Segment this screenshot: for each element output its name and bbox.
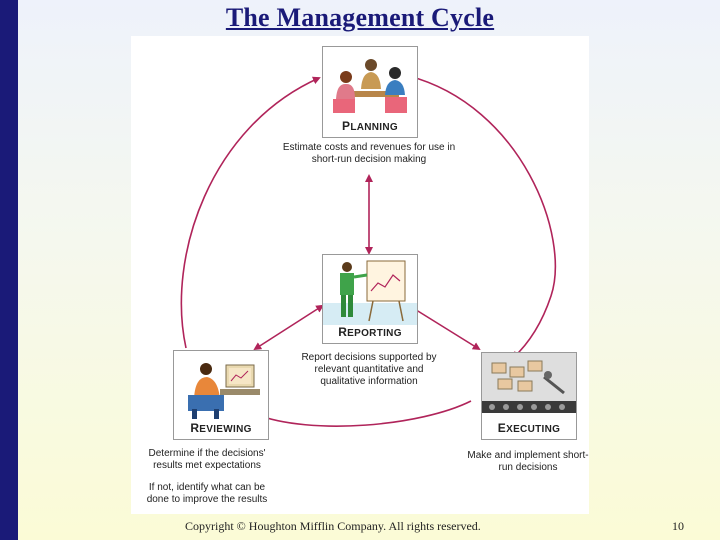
planning-label: PLANNING [342, 119, 398, 133]
arc-planning-to-executing [408, 75, 557, 360]
reviewing-card: REVIEWING [173, 350, 269, 440]
diagram-panel: PLANNING Estimate costs and revenues for… [131, 36, 589, 514]
executing-description: Make and implement short-run decisions [467, 450, 589, 473]
executing-card: EXECUTING [481, 352, 577, 440]
reviewing-label: REVIEWING [190, 421, 252, 435]
link-reporting-executing [407, 304, 481, 351]
link-reporting-reviewing [253, 304, 325, 351]
footer-copyright: Copyright © Houghton Mifflin Company. Al… [185, 519, 481, 533]
arc-reviewing-to-planning [180, 76, 321, 349]
reporting-label: REPORTING [338, 325, 402, 339]
reviewing-description: Determine if the decisions' results met … [148, 448, 266, 471]
cycle-arrows [180, 75, 557, 427]
executing-factory-illustration [482, 353, 576, 413]
reviewing-computer-illustration [188, 363, 260, 419]
slide-title: The Management Cycle [225, 3, 495, 32]
arc-executing-to-reviewing [253, 400, 472, 427]
executing-label: EXECUTING [497, 421, 561, 435]
left-sidebar-bar [0, 0, 18, 540]
planning-description: Estimate costs and revenues for use in s… [282, 142, 456, 165]
page-number: 10 [672, 519, 684, 533]
reporting-description: Report decisions supported by relevant q… [301, 352, 437, 387]
planning-card: PLANNING [322, 46, 418, 138]
reporting-presenter-illustration [323, 260, 417, 325]
reporting-card: REPORTING [322, 254, 418, 344]
planning-meeting-illustration [333, 59, 407, 113]
reviewing-description-2: If not, identify what can be done to imp… [146, 482, 268, 505]
